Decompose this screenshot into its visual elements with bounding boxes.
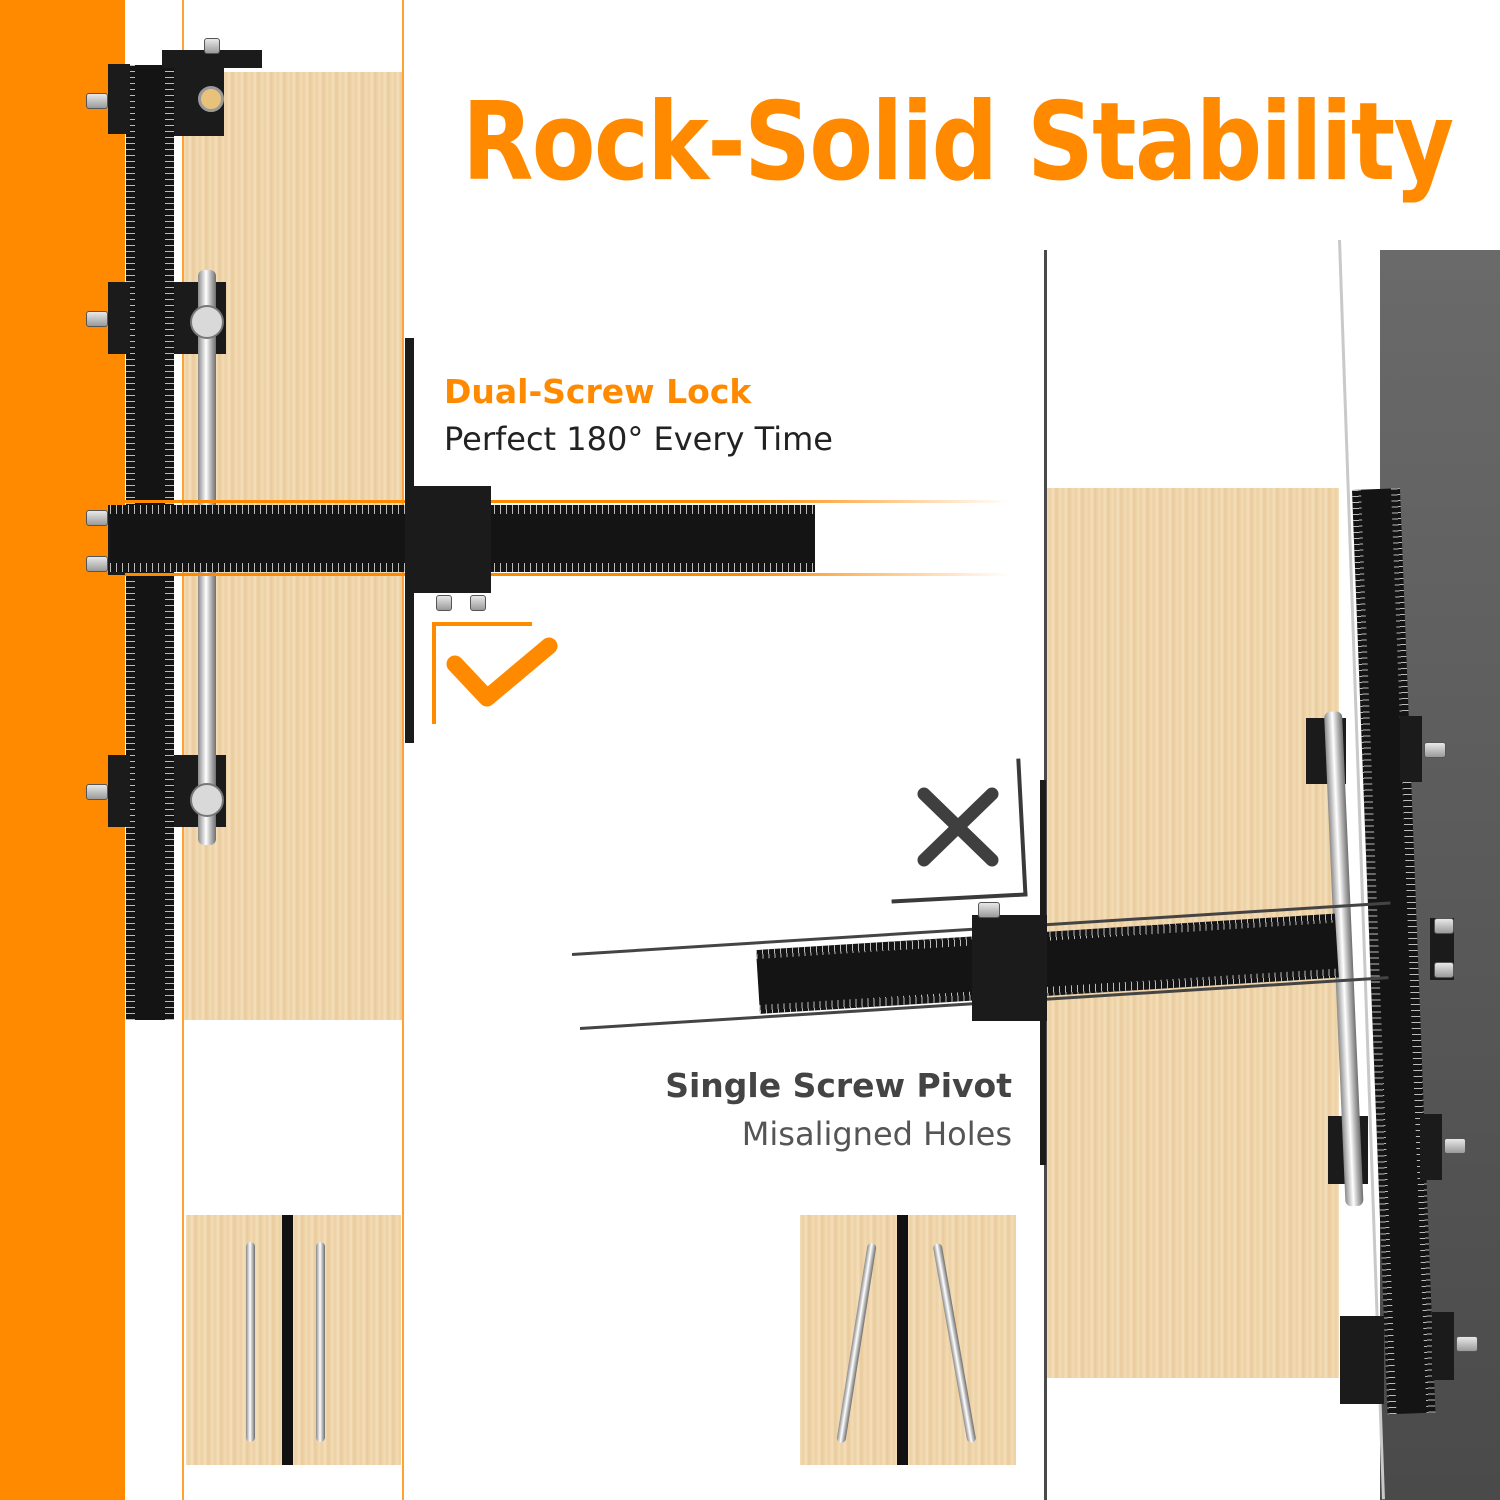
thumb-screw-1 bbox=[86, 93, 108, 109]
guide-line-right bbox=[402, 0, 404, 1500]
thumb-misaligned-gap bbox=[897, 1215, 908, 1465]
thumb-aligned-gap bbox=[282, 1215, 293, 1465]
single-screw-pivot-block bbox=[972, 915, 1047, 1021]
right-thumb-screw-3 bbox=[1444, 1138, 1466, 1154]
right-thumb-screw-4 bbox=[1456, 1336, 1478, 1352]
right-clamp-4b bbox=[1432, 1312, 1454, 1380]
guide-line-left bbox=[182, 0, 184, 1500]
thumb-screw-3b bbox=[86, 556, 108, 572]
alignment-line-top bbox=[125, 500, 1010, 503]
lock-screw-a bbox=[436, 595, 452, 611]
dual-screw-lock-block bbox=[414, 486, 491, 593]
lock-screw-b bbox=[470, 595, 486, 611]
pivot-screw bbox=[978, 902, 1000, 918]
headline: Rock-Solid Stability bbox=[462, 80, 1454, 205]
thumb-aligned-handle-2 bbox=[316, 1242, 325, 1442]
clamp-block-4 bbox=[108, 755, 130, 827]
bad-feature-subtitle: Misaligned Holes bbox=[741, 1115, 1012, 1153]
right-clamp-4 bbox=[1340, 1316, 1384, 1404]
thumb-aligned-door-right bbox=[293, 1215, 401, 1465]
thumb-screw-4 bbox=[86, 784, 108, 800]
thumb-aligned-handle-1 bbox=[246, 1242, 255, 1442]
good-feature-subtitle: Perfect 180° Every Time bbox=[444, 420, 833, 458]
thumb-screw-3a bbox=[86, 510, 108, 526]
right-clamp-3b bbox=[1420, 1114, 1442, 1180]
handle-screw-top bbox=[190, 305, 224, 339]
thumb-screw-2 bbox=[86, 311, 108, 327]
right-thumb-screw-2b bbox=[1434, 962, 1454, 978]
thumb-misaligned-door-right bbox=[908, 1215, 1016, 1465]
drill-guide-hole-top bbox=[198, 86, 224, 112]
cross-icon bbox=[912, 782, 1004, 872]
thumb-screw-top bbox=[204, 38, 220, 54]
orange-side-band bbox=[0, 0, 125, 1500]
clamp-block-2 bbox=[108, 282, 130, 354]
checkmark-icon bbox=[445, 636, 560, 716]
right-thumb-screw-1 bbox=[1424, 742, 1446, 758]
good-feature-title: Dual-Screw Lock bbox=[444, 372, 752, 411]
bad-feature-title: Single Screw Pivot bbox=[665, 1066, 1012, 1105]
alignment-line-bottom bbox=[125, 573, 1010, 576]
right-clamp-1b bbox=[1400, 716, 1422, 782]
thumb-misaligned-door-left bbox=[800, 1215, 897, 1465]
clamp-block-1 bbox=[108, 64, 130, 134]
handle-screw-bottom bbox=[190, 783, 224, 817]
right-angle-bracket-good bbox=[432, 622, 532, 724]
right-thumb-screw-2a bbox=[1434, 918, 1454, 934]
panel-edge-divider-right bbox=[1040, 780, 1046, 1165]
panel-edge-divider bbox=[405, 338, 414, 743]
thumb-aligned-door-left bbox=[186, 1215, 282, 1465]
